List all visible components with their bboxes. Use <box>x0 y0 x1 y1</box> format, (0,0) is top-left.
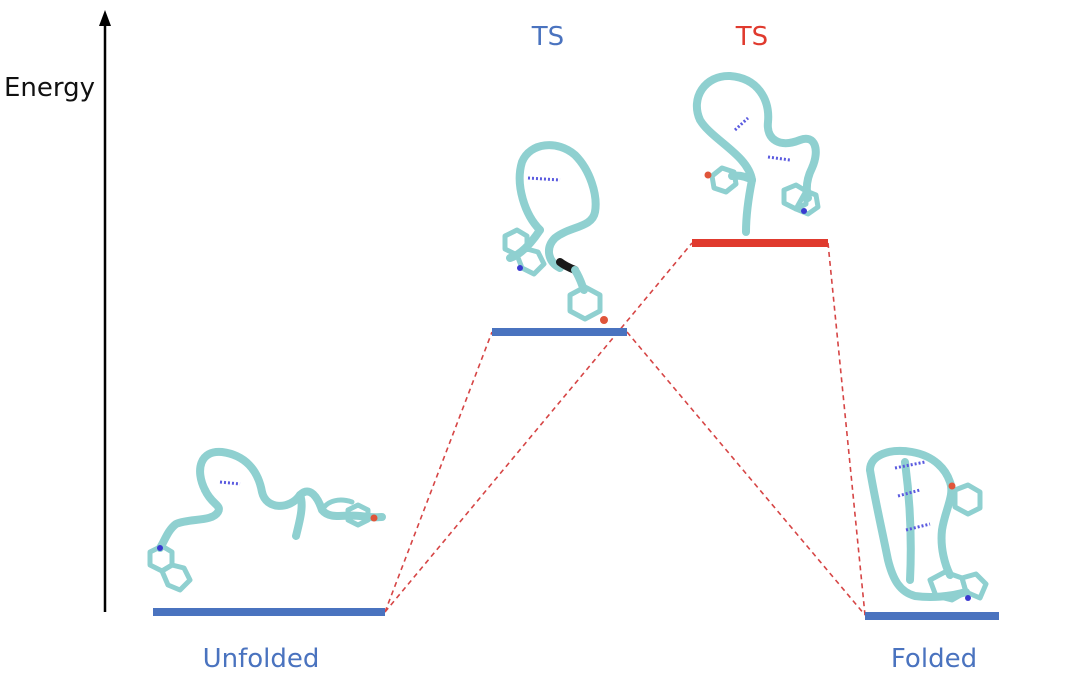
structure-ts-blue <box>502 141 608 324</box>
path-ts-blue-to-folded <box>626 331 866 616</box>
label-ts-red: TS <box>735 22 768 52</box>
structure-folded <box>866 447 989 603</box>
energy-axis: Energy <box>4 10 111 612</box>
level-folded <box>865 612 999 620</box>
path-unfolded-to-ts-red <box>384 242 693 613</box>
structure-ts-red <box>692 72 821 236</box>
level-unfolded <box>153 608 385 616</box>
label-folded: Folded <box>891 644 977 674</box>
path-unfolded-to-ts-blue <box>384 331 493 613</box>
label-ts-blue: TS <box>531 22 564 52</box>
reaction-paths <box>384 242 866 616</box>
structure-unfolded <box>147 447 386 593</box>
level-ts-blue <box>492 328 627 336</box>
path-ts-red-to-folded <box>827 242 866 616</box>
energy-axis-label: Energy <box>4 73 95 103</box>
energy-axis-arrowhead <box>99 10 111 26</box>
label-unfolded: Unfolded <box>203 644 320 674</box>
level-ts-red <box>692 239 828 247</box>
